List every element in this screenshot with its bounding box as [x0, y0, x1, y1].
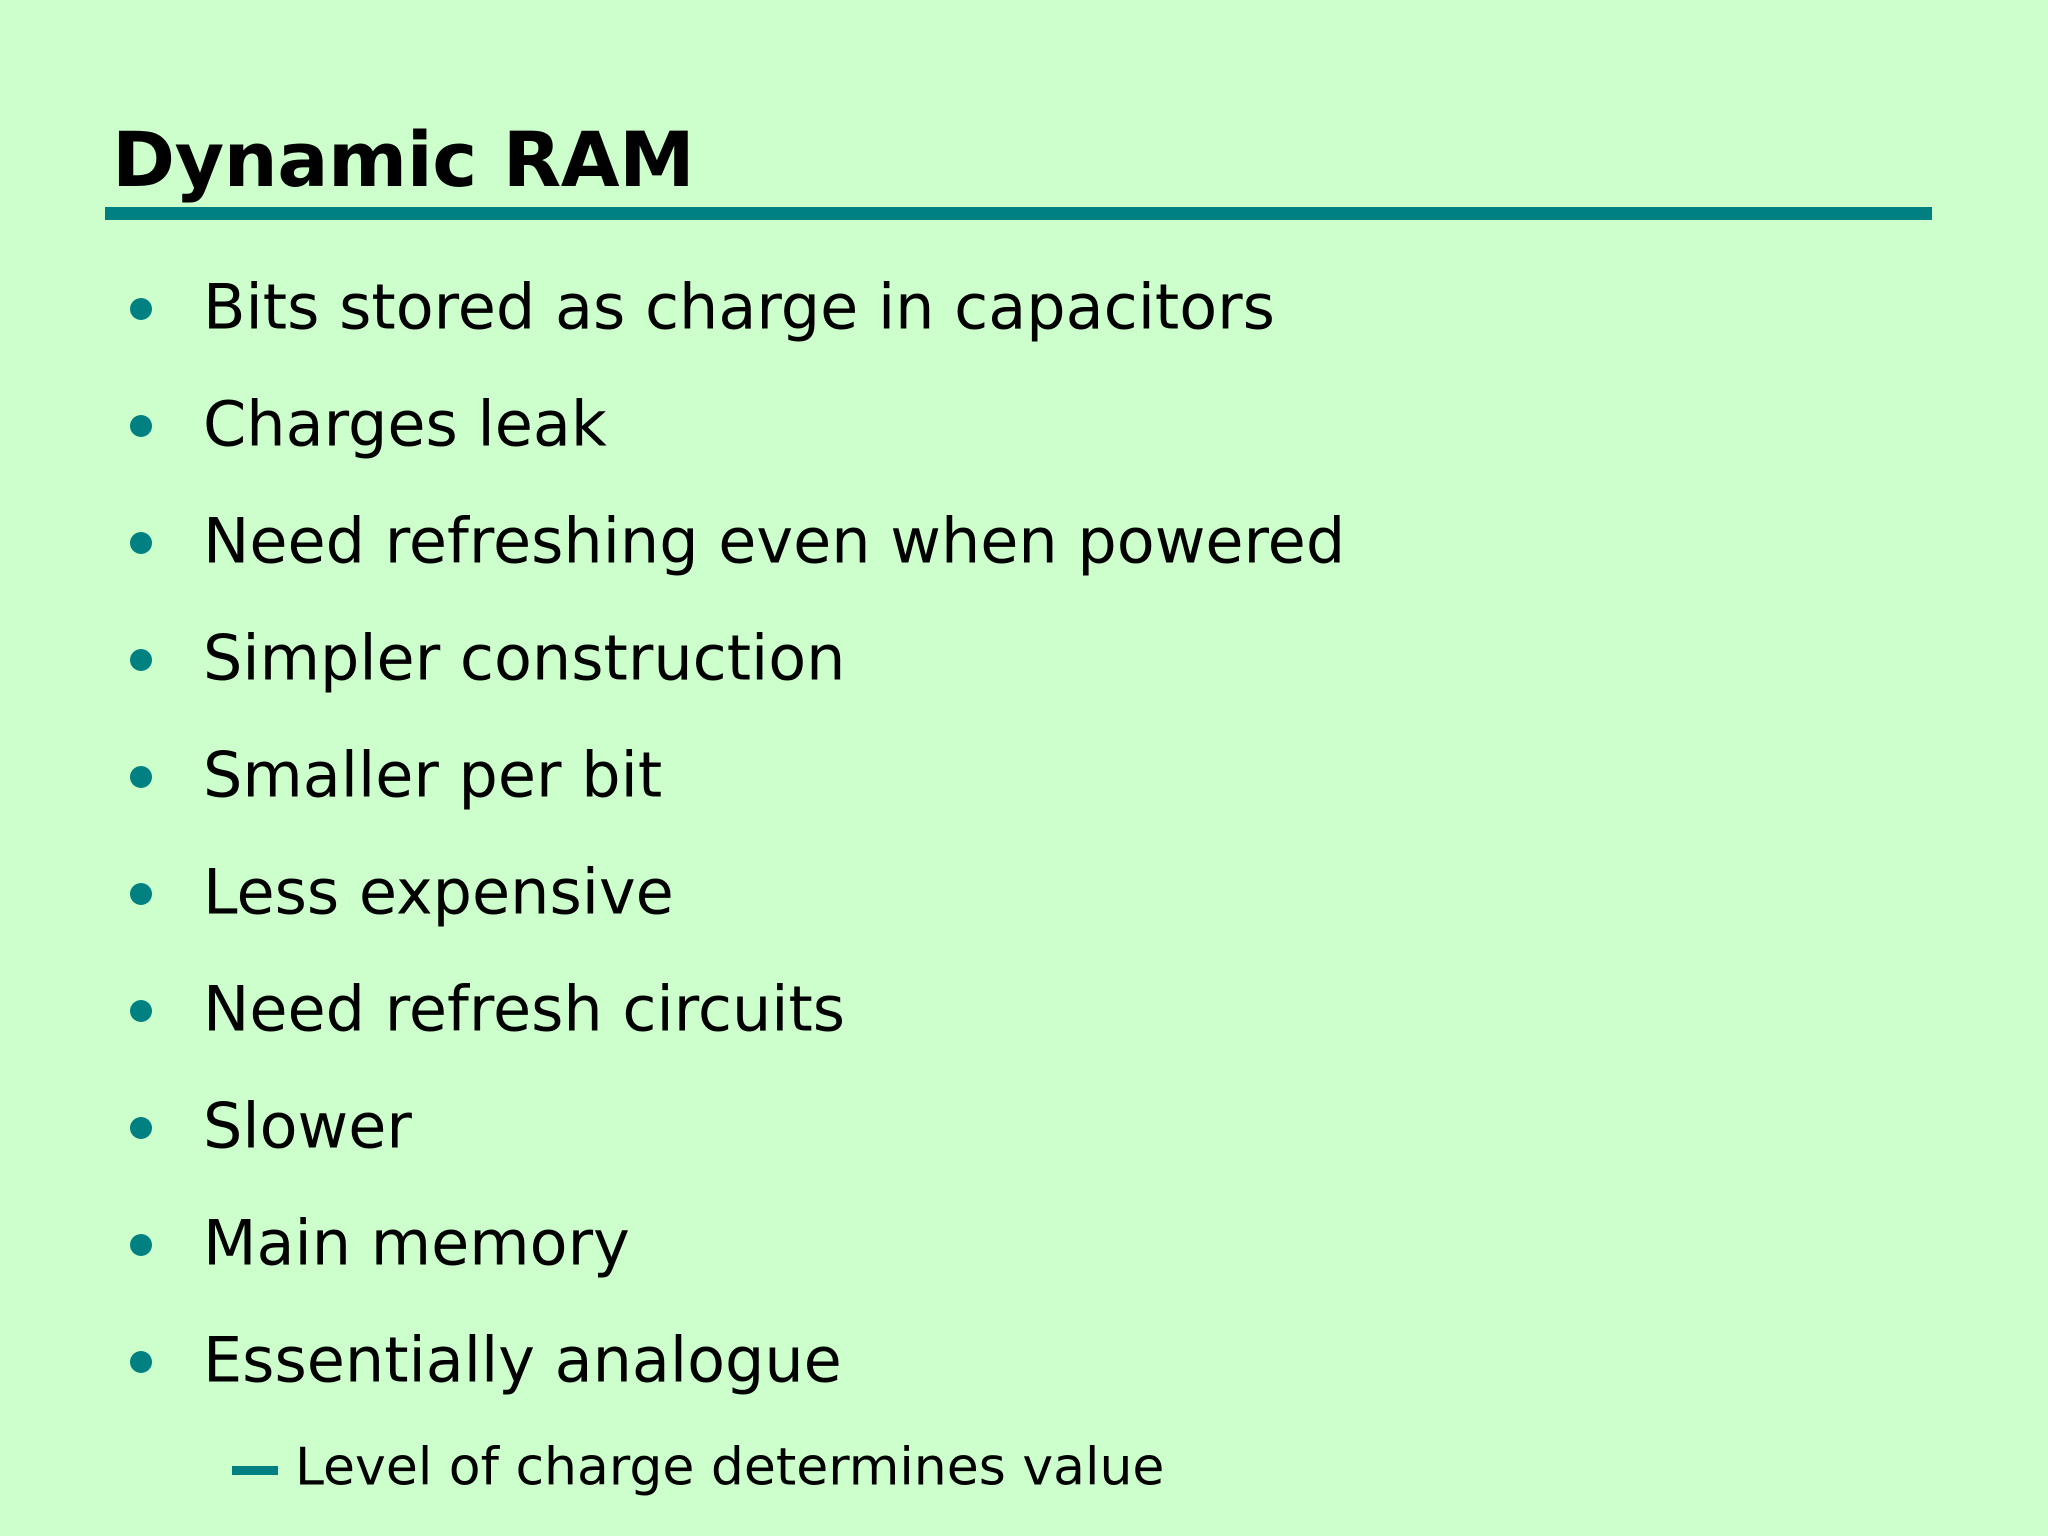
list-item-label: Need refresh circuits	[203, 971, 846, 1045]
list-item: Slower	[0, 1067, 2048, 1184]
sub-list-item-label: Level of charge determines value	[295, 1437, 1165, 1498]
list-item: Bits stored as charge in capacitors	[0, 248, 2048, 365]
list-item: Charges leak	[0, 365, 2048, 482]
disc-bullet-icon	[130, 1351, 152, 1373]
page-title: Dynamic RAM	[112, 115, 695, 204]
list-item: Need refresh circuits	[0, 950, 2048, 1067]
list-item: Smaller per bit	[0, 716, 2048, 833]
list-item: Main memory	[0, 1184, 2048, 1301]
disc-bullet-icon	[130, 649, 152, 671]
list-item-label: Main memory	[203, 1205, 630, 1279]
list-item-label: Smaller per bit	[203, 737, 663, 811]
list-item-label: Need refreshing even when powered	[203, 503, 1346, 577]
list-item: Essentially analogue	[0, 1301, 2048, 1418]
disc-bullet-icon	[130, 766, 152, 788]
disc-bullet-icon	[130, 1117, 152, 1139]
list-item-label: Slower	[203, 1088, 412, 1162]
list-item-label: Charges leak	[203, 386, 607, 460]
list-item-label: Less expensive	[203, 854, 674, 928]
title-divider-rule	[105, 207, 1932, 220]
bullet-list: Bits stored as charge in capacitors Char…	[0, 248, 2048, 1518]
dash-bullet-icon	[232, 1466, 278, 1475]
sub-list-item: Level of charge determines value	[0, 1418, 2048, 1518]
list-item-label: Simpler construction	[203, 620, 846, 694]
list-item: Less expensive	[0, 833, 2048, 950]
disc-bullet-icon	[130, 1234, 152, 1256]
disc-bullet-icon	[130, 1000, 152, 1022]
disc-bullet-icon	[130, 415, 152, 437]
list-item-label: Bits stored as charge in capacitors	[203, 269, 1275, 343]
disc-bullet-icon	[130, 883, 152, 905]
list-item: Simpler construction	[0, 599, 2048, 716]
list-item: Need refreshing even when powered	[0, 482, 2048, 599]
disc-bullet-icon	[130, 532, 152, 554]
disc-bullet-icon	[130, 298, 152, 320]
list-item-label: Essentially analogue	[203, 1322, 842, 1396]
